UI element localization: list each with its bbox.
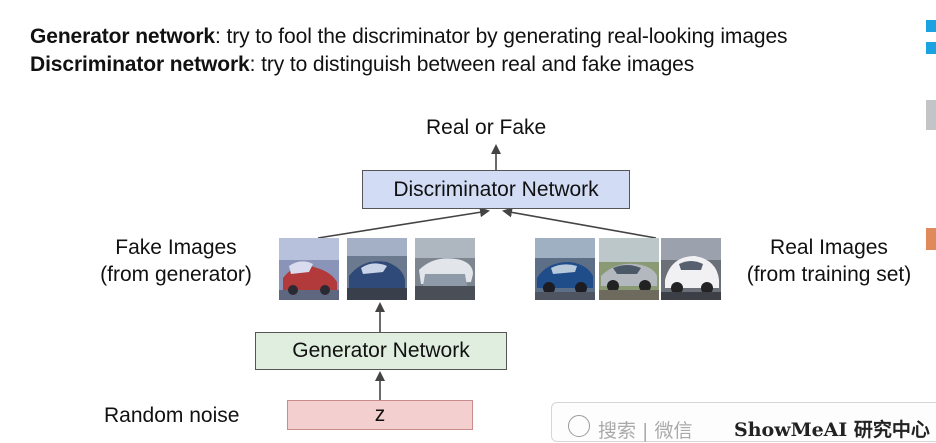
random-noise-label: Random noise	[104, 404, 240, 427]
real-image-3	[661, 238, 721, 300]
arrow-real-to-disc	[502, 207, 657, 239]
generator-network-box: Generator Network	[255, 332, 507, 370]
fake-image-2	[347, 238, 407, 300]
arrow-fake-to-disc	[317, 207, 490, 239]
edge-fragment-low	[926, 228, 936, 250]
fake-image-1	[279, 238, 339, 300]
edge-fragment-mid	[926, 100, 936, 130]
fake-image-3	[415, 238, 475, 300]
real-images-source: (from training set)	[746, 263, 912, 286]
discriminator-definition: : try to distinguish between real and fa…	[249, 53, 695, 76]
fake-images-label: Fake Images (from generator)	[82, 234, 270, 288]
diagram-arrows	[317, 144, 657, 400]
generator-definition: : try to fool the discriminator by gener…	[215, 25, 788, 48]
generator-term: Generator network	[30, 25, 216, 48]
real-image-2	[599, 238, 659, 300]
output-label: Real or Fake	[426, 116, 547, 139]
discriminator-description: Discriminator network: try to distinguis…	[30, 52, 694, 78]
watermark-brand: ShowMeAI 研究中心	[734, 419, 930, 441]
fake-images-source: (from generator)	[100, 263, 252, 286]
watermark-search-bar: 搜索 | 微信 ShowMeAI 研究中心	[551, 402, 936, 442]
watermark-text: 搜索 | 微信	[598, 420, 693, 442]
real-images-label: Real Images (from training set)	[728, 234, 930, 288]
fake-images-title: Fake Images	[115, 236, 237, 259]
edge-fragment-top	[926, 20, 936, 60]
generator-description: Generator network: try to fool the discr…	[30, 24, 788, 50]
discriminator-term: Discriminator network	[30, 53, 250, 76]
noise-z-box: z	[287, 400, 473, 430]
real-images-title: Real Images	[770, 236, 888, 259]
search-icon	[568, 415, 590, 437]
discriminator-network-box: Discriminator Network	[362, 170, 630, 209]
real-image-1	[535, 238, 595, 300]
